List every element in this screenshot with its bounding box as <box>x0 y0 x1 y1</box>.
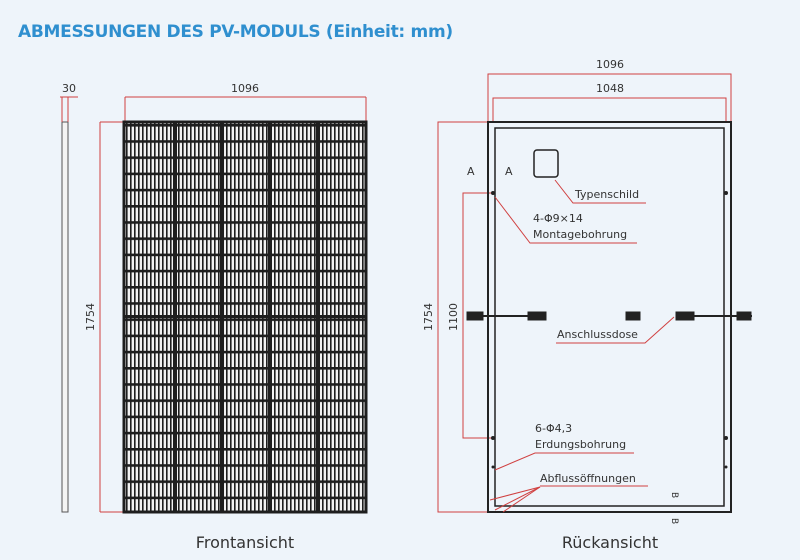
junction-box-label: Anschlussdose <box>557 328 638 341</box>
nameplate-label: Typenschild <box>574 188 639 201</box>
side-view: 30 <box>60 82 78 513</box>
front-caption: Frontansicht <box>196 533 294 552</box>
thickness-label: 30 <box>62 82 76 95</box>
back-inner-width-label: 1048 <box>596 82 624 95</box>
front-height-label: 1754 <box>84 303 97 331</box>
ground-holes-spec: 6-Φ4,3 <box>535 422 572 435</box>
nameplate-box <box>533 149 559 178</box>
mount-holes-spec: 4-Φ9×14 <box>533 212 583 225</box>
section-a-left: A <box>467 165 475 178</box>
junction-box-cables <box>466 311 752 321</box>
front-view: 1096 1754 Frontansicht <box>84 82 368 552</box>
section-b-top: B <box>669 492 679 498</box>
front-width-label: 1096 <box>231 82 259 95</box>
back-outer-width-label: 1096 <box>596 58 624 71</box>
back-height-label: 1754 <box>422 303 435 331</box>
section-b-bottom: B <box>669 518 679 524</box>
back-caption: Rückansicht <box>562 533 658 552</box>
mount-holes-label: Montagebohrung <box>533 228 627 241</box>
page-title: ABMESSUNGEN DES PV-MODULS (Einheit: mm) <box>18 22 453 42</box>
mount-distance-label: 1100 <box>447 303 460 331</box>
section-a-right: A <box>505 165 513 178</box>
drain-holes-label: Abflussöffnungen <box>540 472 636 485</box>
back-view: 1096 1048 1754 1100 A A <box>422 58 752 552</box>
ground-holes-label: Erdungsbohrung <box>535 438 626 451</box>
